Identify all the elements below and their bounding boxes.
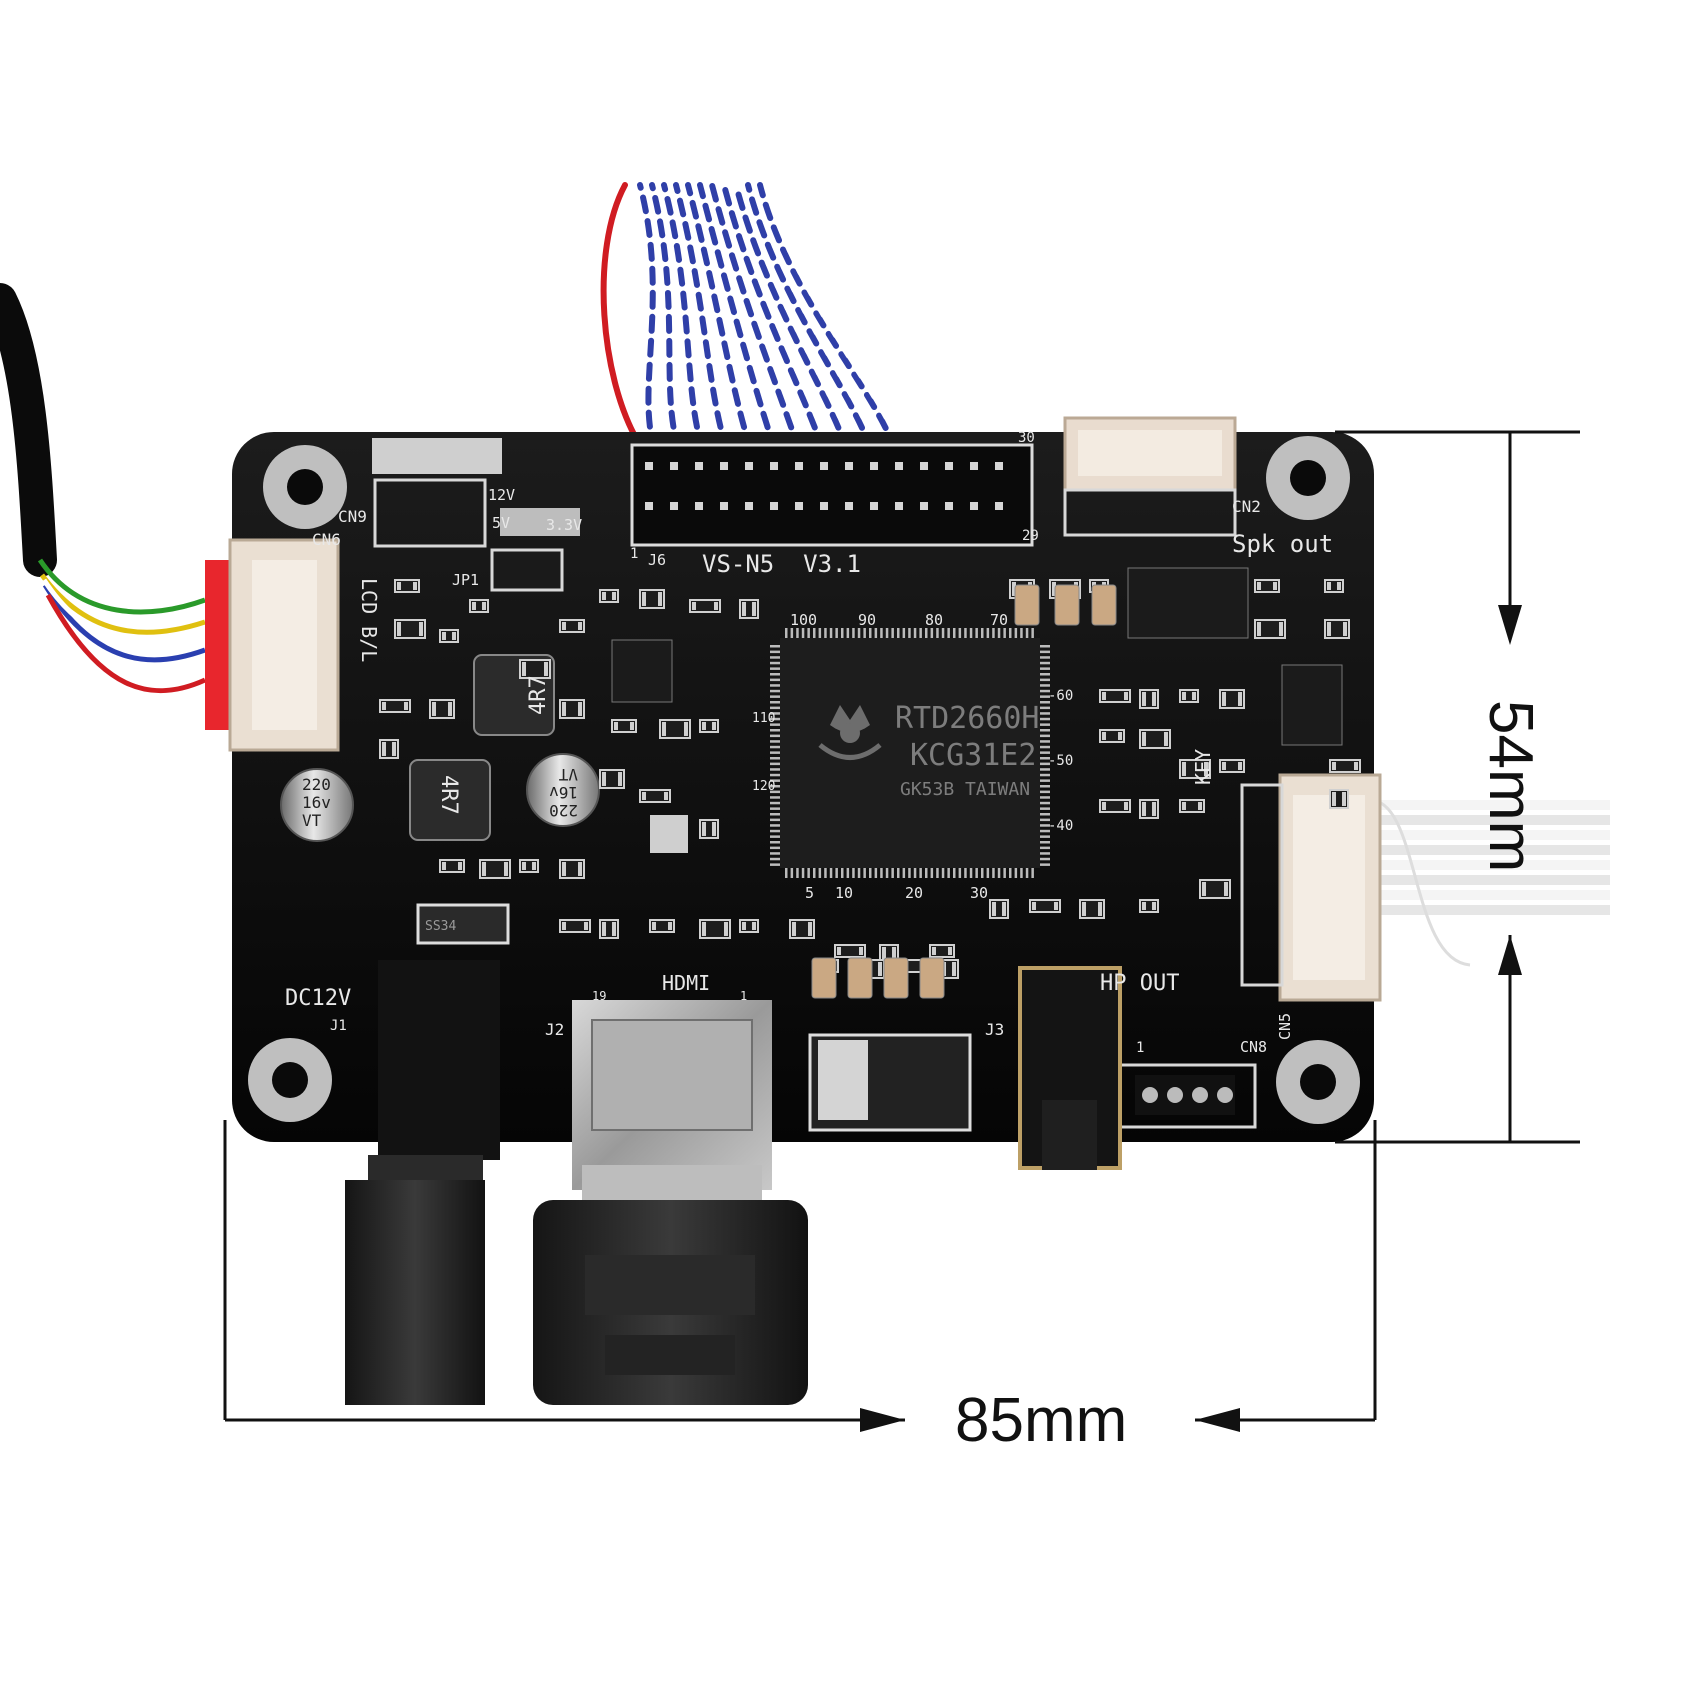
label-spk-out: Spk out <box>1232 530 1333 558</box>
pin-bottom-10: 10 <box>835 884 853 902</box>
pin-bottom-5: 5 <box>805 884 814 902</box>
hp-out-audio-jack <box>1018 966 1122 1170</box>
cap-a-line2: 16v <box>302 793 331 812</box>
cn2-speaker-connector <box>1063 416 1237 537</box>
mounting-hole-bottom-left <box>248 1038 332 1122</box>
pin-top-70: 70 <box>990 611 1008 629</box>
mounting-hole-top-right <box>1266 436 1350 520</box>
cap-a-line1: 220 <box>302 775 331 794</box>
board-model-label: VS-N5 V3.1 <box>702 550 861 578</box>
label-j3: J3 <box>985 1020 1004 1039</box>
silkscreen-labels: CN9 CN6 LCD B/L JP1 12V 5V 3.3V J6 1 29 … <box>285 430 1333 1056</box>
dimension-width-label: 85mm <box>955 1386 1127 1455</box>
chip-line3: GK53B TAIWAN <box>900 779 1030 800</box>
label-5v: 5V <box>492 514 510 532</box>
pin-top-90: 90 <box>858 611 876 629</box>
jp1-jumper <box>490 548 564 592</box>
jp1-pads <box>500 508 580 536</box>
hdmi-connector <box>572 1000 772 1205</box>
capacitor-220uf-a <box>280 768 354 842</box>
black-cable <box>0 283 57 577</box>
pin-bottom-20: 20 <box>905 884 923 902</box>
inductor-a-label: 4R7 <box>526 675 551 715</box>
label-lcd-bl: LCD B/L <box>357 578 381 662</box>
label-cn2: CN2 <box>1232 497 1261 516</box>
cn5-wires <box>1369 798 1610 967</box>
mounting-hole-bottom-right <box>1276 1040 1360 1124</box>
pin-right-40: -40 <box>1048 818 1073 834</box>
label-cn8-pin1: 1 <box>1136 1040 1144 1056</box>
label-pin30: 30 <box>1018 430 1035 446</box>
chip-line1: RTD2660H <box>895 701 1040 736</box>
pin-right-50: -50 <box>1048 753 1073 769</box>
inductor-b-label: 4R7 <box>436 775 461 815</box>
cn5-key-connector <box>1240 773 1382 1002</box>
chip-line2: KCG31E2 <box>910 738 1036 773</box>
cn6-lcd-bl-connector <box>205 538 340 752</box>
label-hp-out: HP OUT <box>1100 971 1179 996</box>
pin-top-100: 100 <box>790 611 817 629</box>
label-pin29: 29 <box>1022 528 1039 544</box>
dimension-height-label: 54mm <box>1476 700 1545 872</box>
mounting-hole-top-left <box>263 445 347 529</box>
label-j2: J2 <box>545 1020 564 1039</box>
j6-lvds-header <box>630 443 1034 547</box>
pin-left-120: 120 <box>752 779 775 794</box>
label-cn5: CN5 <box>1276 1013 1294 1040</box>
label-hdmi: HDMI <box>662 971 710 995</box>
crystal-oscillator <box>650 815 688 853</box>
label-jp1: JP1 <box>452 571 479 589</box>
capacitor-220uf-b <box>526 753 600 827</box>
dimension-width <box>223 1120 1377 1432</box>
label-hdmi-pin19: 19 <box>592 989 606 1003</box>
pin-left-110: 110 <box>752 711 775 726</box>
label-cn6: CN6 <box>312 530 341 549</box>
hdmi-plug <box>533 1200 808 1405</box>
diode-ss34 <box>416 903 510 945</box>
label-dc12v: DC12V <box>285 986 351 1011</box>
cap-a-line3: VT <box>302 811 322 830</box>
pin-right-60: -60 <box>1048 688 1073 704</box>
label-cn9: CN9 <box>338 507 367 526</box>
realtek-crab-logo <box>818 705 882 760</box>
label-j6: J6 <box>648 551 666 569</box>
label-cn8: CN8 <box>1240 1038 1267 1056</box>
regulator-tab <box>818 1040 868 1120</box>
label-12v: 12V <box>488 486 515 504</box>
small-ic-3 <box>1281 664 1343 746</box>
inductor-4r7-b <box>409 759 491 841</box>
small-ic-2 <box>1127 567 1249 639</box>
label-j1: J1 <box>330 1018 347 1034</box>
cap-b-line2: 16v <box>549 783 578 802</box>
j6-header-pins <box>645 462 1003 510</box>
dc12v-jack <box>345 960 500 1405</box>
label-3v3: 3.3V <box>546 516 582 534</box>
rtd2660h-chip <box>770 628 1050 878</box>
pin-top-80: 80 <box>925 611 943 629</box>
silkscreen-box <box>373 478 487 548</box>
label-ss34: SS34 <box>425 919 456 934</box>
lvds-wire-bundle <box>600 182 904 453</box>
label-pin1: 1 <box>630 546 638 562</box>
pin-bottom-30: 30 <box>970 884 988 902</box>
cap-b-line1: 220 <box>549 801 578 820</box>
cap-b-line3: VT <box>558 765 578 784</box>
label-hdmi-pin1: 1 <box>740 989 747 1003</box>
top-left-pad <box>372 438 502 474</box>
smd-components <box>379 579 1361 999</box>
label-key: KEY <box>1191 749 1215 785</box>
lcd-bl-wires <box>37 558 207 694</box>
small-ic-1 <box>611 639 673 703</box>
